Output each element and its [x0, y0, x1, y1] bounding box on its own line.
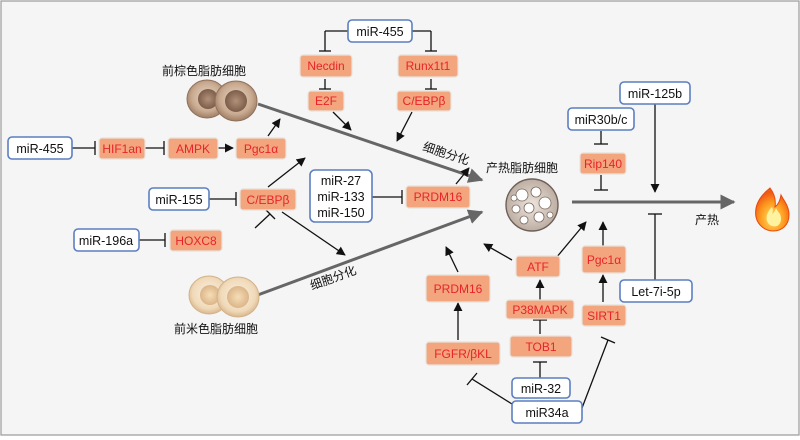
svg-text:miR-27: miR-27 — [321, 174, 361, 188]
svg-text:miR34a: miR34a — [525, 406, 568, 420]
mirna-455-top: miR-455 — [347, 19, 413, 43]
svg-text:Necdin: Necdin — [307, 59, 344, 73]
svg-text:miR-155: miR-155 — [155, 193, 202, 207]
gene-hoxc8: HOXC8 — [169, 229, 223, 252]
differentiation-arrow-bottom — [254, 209, 484, 298]
svg-text:PRDM16: PRDM16 — [434, 282, 483, 296]
mirna-30b-c: miR30b/c — [567, 107, 635, 131]
gene-tob1: TOB1 — [509, 335, 573, 358]
svg-text:P38MAPK: P38MAPK — [512, 303, 567, 317]
label-white-precursor: 前米色脂肪细胞 — [174, 321, 258, 336]
gene-e2f: E2F — [307, 90, 345, 112]
gene-prdm16-top: PRDM16 — [405, 185, 471, 209]
thermogenic-adipocyte-cell — [505, 178, 559, 232]
white-precursor-cell — [188, 275, 260, 318]
gene-prdm16-bottom: PRDM16 — [425, 274, 491, 303]
svg-text:Let-7i-5p: Let-7i-5p — [631, 285, 680, 299]
gene-rip140: Rip140 — [579, 152, 627, 175]
gene-cebpb-top: C/EBPβ — [396, 90, 452, 112]
svg-text:Rip140: Rip140 — [584, 157, 622, 171]
svg-text:miR-32: miR-32 — [521, 382, 561, 396]
mirna-let-7i-5p: Let-7i-5p — [619, 279, 693, 303]
svg-text:ATF: ATF — [527, 260, 549, 274]
svg-text:E2F: E2F — [315, 94, 337, 108]
svg-text:AMPK: AMPK — [176, 142, 210, 156]
svg-text:C/EBPβ: C/EBPβ — [247, 193, 290, 207]
svg-text:HIF1an: HIF1an — [102, 142, 141, 156]
svg-text:HOXC8: HOXC8 — [175, 234, 217, 248]
gene-pgc1a-right: Pgc1α — [581, 245, 627, 274]
differentiation-arrow-top — [257, 102, 484, 183]
svg-text:Pgc1α: Pgc1α — [587, 253, 621, 267]
connectors — [72, 30, 662, 409]
mirna-34a: miR34a — [511, 400, 583, 424]
svg-text:PRDM16: PRDM16 — [414, 190, 463, 204]
svg-text:miR-455: miR-455 — [16, 142, 63, 156]
svg-text:SIRT1: SIRT1 — [587, 309, 621, 323]
label-thermogenesis: 产热 — [695, 213, 719, 227]
svg-text:C/EBPβ: C/EBPβ — [403, 94, 446, 108]
svg-text:Pgc1α: Pgc1α — [244, 142, 278, 156]
label-thermogenic-adipocyte: 产热脂肪细胞 — [486, 160, 558, 175]
beige-precursor-cell — [186, 79, 258, 122]
svg-text:TOB1: TOB1 — [525, 340, 556, 354]
svg-text:Runx1t1: Runx1t1 — [406, 59, 451, 73]
svg-text:miR-196a: miR-196a — [79, 234, 133, 248]
gene-runx1t1: Runx1t1 — [397, 54, 459, 78]
mirna-27-133-150: miR-27 miR-133 miR-150 — [309, 169, 373, 223]
gene-necdin: Necdin — [299, 54, 353, 78]
flame-icon — [755, 187, 790, 232]
svg-text:miR-133: miR-133 — [317, 190, 364, 204]
gene-fgfr-bkl: FGFR/βKL — [425, 341, 501, 366]
gene-hif1an: HIF1an — [98, 137, 146, 160]
gene-pgc1a-left: Pgc1α — [235, 137, 287, 160]
mirna-455-left: miR-455 — [7, 136, 73, 160]
gene-p38mapk: P38MAPK — [505, 299, 575, 320]
label-beige-precursor: 前棕色脂肪细胞 — [162, 63, 246, 78]
svg-text:miR-455: miR-455 — [356, 25, 403, 39]
mirna-155: miR-155 — [148, 187, 210, 211]
mirna-32: miR-32 — [511, 377, 571, 399]
gene-sirt1: SIRT1 — [581, 304, 627, 327]
svg-text:FGFR/βKL: FGFR/βKL — [434, 347, 492, 361]
svg-text:miR-125b: miR-125b — [628, 87, 682, 101]
svg-text:miR-150: miR-150 — [317, 206, 364, 220]
mirna-125b: miR-125b — [619, 81, 691, 105]
mirna-196a: miR-196a — [73, 228, 140, 252]
gene-cebpb-mid: C/EBPβ — [239, 188, 297, 211]
gene-atf: ATF — [515, 255, 561, 278]
gene-ampk: AMPK — [167, 137, 219, 160]
svg-text:miR30b/c: miR30b/c — [575, 113, 628, 127]
